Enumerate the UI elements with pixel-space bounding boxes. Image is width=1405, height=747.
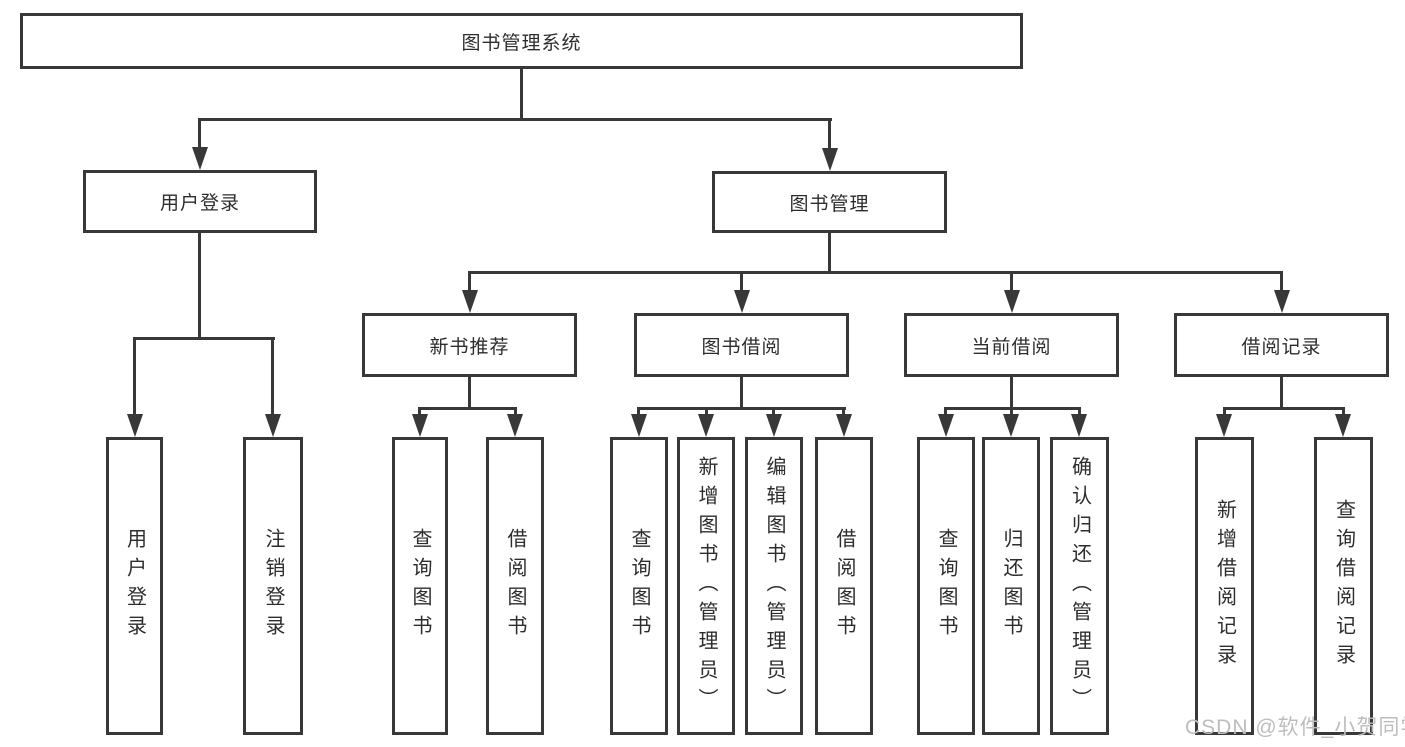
csdn-watermark: CSDN @软件_小贺同学 xyxy=(1185,716,1405,739)
leaf-return-books: 归还图书 xyxy=(982,437,1040,735)
leaf-user-login-label: 用户登录 xyxy=(123,528,146,644)
leaf-query-books-recommend: 查询图书 xyxy=(392,437,448,735)
connector-recommend-stub-2 xyxy=(514,410,517,417)
leaf-query-books-current: 查询图书 xyxy=(917,437,975,735)
node-book-management-label: 图书管理 xyxy=(789,193,870,215)
connector-recommend-horizontal xyxy=(418,407,517,410)
arrowhead-new-book-recommend-icon xyxy=(462,290,478,313)
connector-records-stub-2 xyxy=(1342,410,1345,417)
arrowhead-query-borrow-record-icon xyxy=(1335,414,1351,437)
arrowhead-book-borrowing-icon xyxy=(734,290,750,313)
connector-user-login-horizontal xyxy=(133,337,275,340)
connector-current-stub-2 xyxy=(1010,410,1013,417)
leaf-edit-books-admin: 编辑图书（管理员） xyxy=(745,437,803,735)
leaf-user-login: 用户登录 xyxy=(106,437,163,735)
leaf-add-borrow-record: 新增借阅记录 xyxy=(1195,437,1254,735)
connector-book-management-vertical xyxy=(828,233,831,274)
arrowhead-add-books-admin-icon xyxy=(698,414,714,437)
arrowhead-user-login-icon xyxy=(192,147,208,170)
node-borrow-records-label: 借阅记录 xyxy=(1241,336,1322,358)
leaf-borrow-books-recommend-label: 借阅图书 xyxy=(504,528,526,644)
leaf-borrow-books-recommend: 借阅图书 xyxy=(486,437,544,735)
connector-borrowing-stub-3 xyxy=(772,410,775,417)
arrowhead-current-borrowing-icon xyxy=(1004,290,1020,313)
node-book-borrowing-label: 图书借阅 xyxy=(701,336,782,358)
leaf-borrow-books-borrowing-label: 借阅图书 xyxy=(833,528,855,644)
node-user-login-label: 用户登录 xyxy=(159,193,240,214)
connector-borrow-records-stub xyxy=(1280,274,1283,293)
connector-current-borrowing-stub xyxy=(1010,274,1013,293)
connector-leaf-user-login-stub xyxy=(133,340,136,417)
leaf-add-books-admin-label: 新增图书（管理员） xyxy=(695,455,717,717)
connector-user-login-vertical xyxy=(198,233,201,340)
connector-root-to-user-login-stub xyxy=(198,121,201,150)
node-root: 图书管理系统 xyxy=(20,13,1023,69)
arrowhead-confirm-return-admin-icon xyxy=(1071,414,1087,437)
connector-borrowing-horizontal xyxy=(637,407,846,410)
arrowhead-borrow-books-recommend-icon xyxy=(507,414,523,437)
arrowhead-edit-books-admin-icon xyxy=(766,414,782,437)
arrowhead-borrow-records-icon xyxy=(1274,290,1290,313)
node-book-borrowing: 图书借阅 xyxy=(634,313,849,377)
connector-records-vertical xyxy=(1280,377,1283,410)
leaf-query-borrow-record-label: 查询借阅记录 xyxy=(1332,499,1355,673)
leaf-confirm-return-admin: 确认归还（管理员） xyxy=(1050,437,1109,735)
arrowhead-query-books-recommend-icon xyxy=(412,414,428,437)
connector-leaf-logout-stub xyxy=(271,340,274,417)
node-user-login: 用户登录 xyxy=(83,170,317,233)
node-root-label: 图书管理系统 xyxy=(461,32,582,54)
node-borrow-records: 借阅记录 xyxy=(1174,313,1389,377)
connector-recommend-stub-1 xyxy=(418,410,421,417)
connector-records-stub-1 xyxy=(1223,410,1226,417)
leaf-query-books-recommend-label: 查询图书 xyxy=(409,528,431,644)
node-current-borrowing: 当前借阅 xyxy=(904,313,1119,377)
connector-recommend-vertical xyxy=(468,377,471,410)
connector-borrowing-stub-4 xyxy=(842,410,845,417)
connector-current-vertical xyxy=(1010,377,1013,410)
arrowhead-add-borrow-record-icon xyxy=(1216,414,1232,437)
connector-book-management-horizontal xyxy=(468,271,1283,274)
connector-borrowing-stub-2 xyxy=(705,410,708,417)
node-new-book-recommend: 新书推荐 xyxy=(362,313,577,377)
arrowhead-leaf-logout-icon xyxy=(265,414,281,437)
leaf-logout: 注销登录 xyxy=(243,437,303,735)
arrowhead-query-books-current-icon xyxy=(938,414,954,437)
node-book-management: 图书管理 xyxy=(712,171,947,233)
node-current-borrowing-label: 当前借阅 xyxy=(971,336,1052,358)
arrowhead-leaf-user-login-icon xyxy=(127,414,143,437)
leaf-logout-label: 注销登录 xyxy=(262,528,284,644)
connector-root-horizontal xyxy=(198,118,832,121)
connector-current-stub-3 xyxy=(1078,410,1081,417)
leaf-return-books-label: 归还图书 xyxy=(1000,528,1022,644)
leaf-add-books-admin: 新增图书（管理员） xyxy=(677,437,735,735)
leaf-query-books-current-label: 查询图书 xyxy=(935,528,957,644)
connector-current-horizontal xyxy=(944,407,1081,410)
arrowhead-book-management-icon xyxy=(822,148,838,171)
leaf-query-borrow-record: 查询借阅记录 xyxy=(1314,437,1373,735)
leaf-add-borrow-record-label: 新增借阅记录 xyxy=(1213,499,1236,673)
connector-root-to-book-management-stub xyxy=(828,121,831,150)
arrowhead-return-books-icon xyxy=(1003,414,1019,437)
leaf-borrow-books-borrowing: 借阅图书 xyxy=(815,437,873,735)
connector-root-vertical xyxy=(520,69,523,121)
arrowhead-borrow-books-borrowing-icon xyxy=(836,414,852,437)
connector-current-stub-1 xyxy=(944,410,947,417)
leaf-edit-books-admin-label: 编辑图书（管理员） xyxy=(763,455,785,717)
connector-new-book-recommend-stub xyxy=(468,274,471,293)
leaf-query-books-borrowing: 查询图书 xyxy=(610,437,668,735)
node-new-book-recommend-label: 新书推荐 xyxy=(429,336,510,358)
leaf-confirm-return-admin-label: 确认归还（管理员） xyxy=(1068,455,1091,717)
connector-borrowing-stub-1 xyxy=(637,410,640,417)
connector-borrowing-vertical xyxy=(740,377,743,410)
connector-records-horizontal xyxy=(1223,407,1345,410)
leaf-query-books-borrowing-label: 查询图书 xyxy=(628,528,650,644)
connector-book-borrowing-stub xyxy=(740,274,743,293)
arrowhead-query-books-borrowing-icon xyxy=(631,414,647,437)
